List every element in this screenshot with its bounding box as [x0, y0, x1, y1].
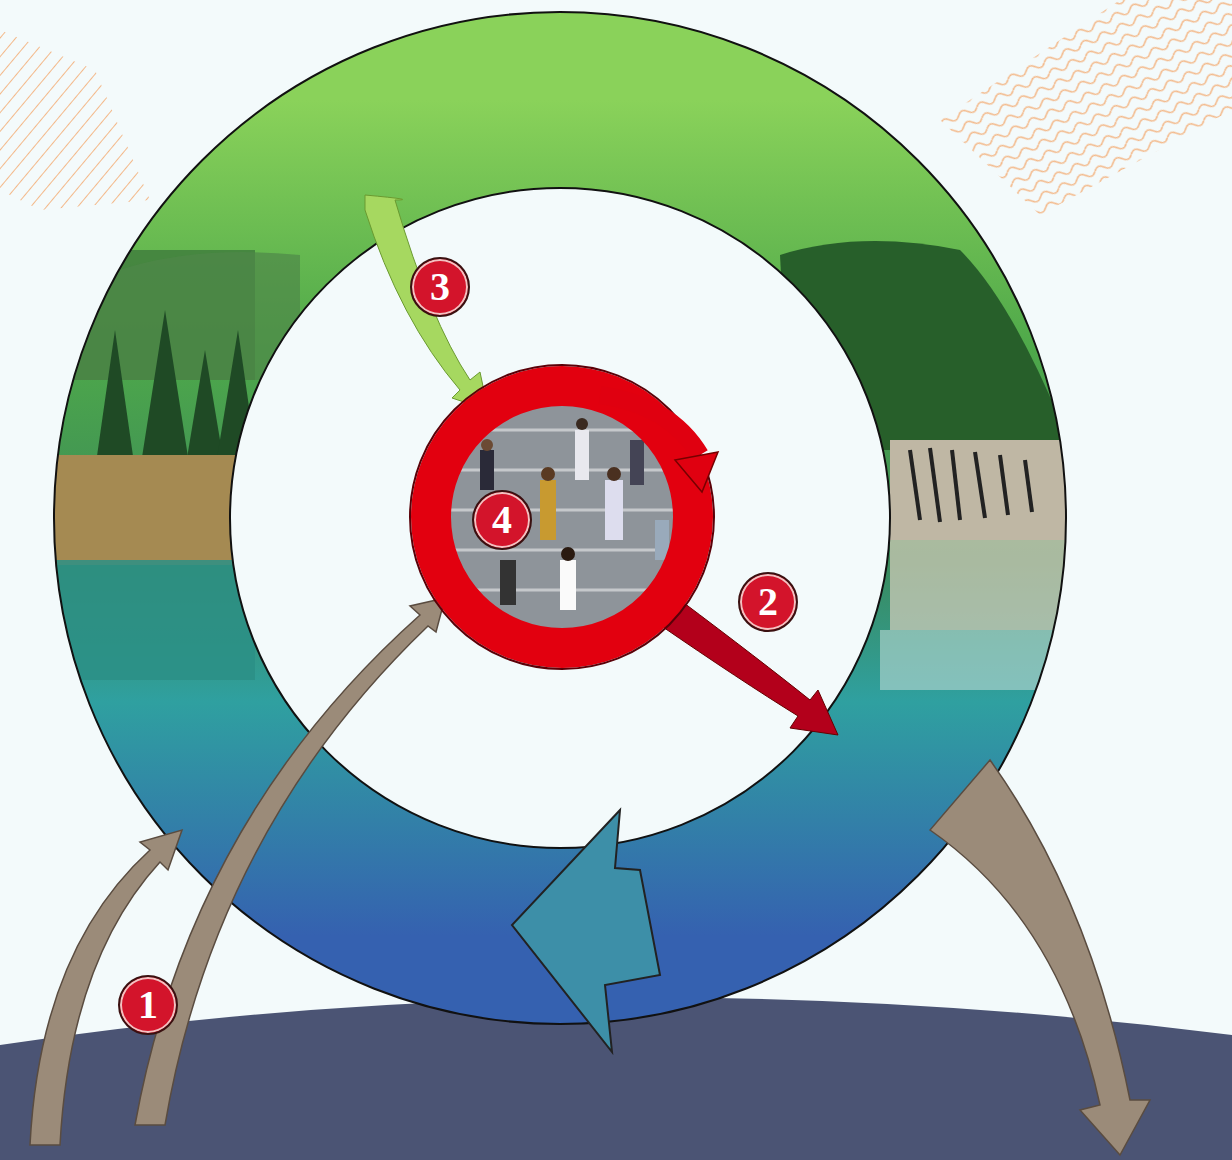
- callout-number: 4: [492, 500, 512, 540]
- callout-number: 2: [758, 582, 778, 622]
- cycle-arrowhead: [675, 452, 718, 492]
- callout-badge: 3: [410, 257, 470, 317]
- callout-number: 1: [138, 985, 158, 1025]
- flow-arrowhead: [512, 810, 660, 1052]
- cycle-arrow: [600, 395, 700, 455]
- callout-badge: 4: [472, 490, 532, 550]
- callout-number: 3: [430, 267, 450, 307]
- input-arrows: [30, 598, 445, 1145]
- callout-badge: 1: [118, 975, 178, 1035]
- output-arrow: [930, 760, 1150, 1155]
- wave-hatching: [940, 0, 1232, 215]
- callout-badge: 2: [738, 572, 798, 632]
- hatching: [0, 30, 150, 210]
- input-arrow-3: [365, 195, 488, 410]
- ring-outline: [407, 362, 717, 672]
- center-ring: 4: [407, 362, 717, 672]
